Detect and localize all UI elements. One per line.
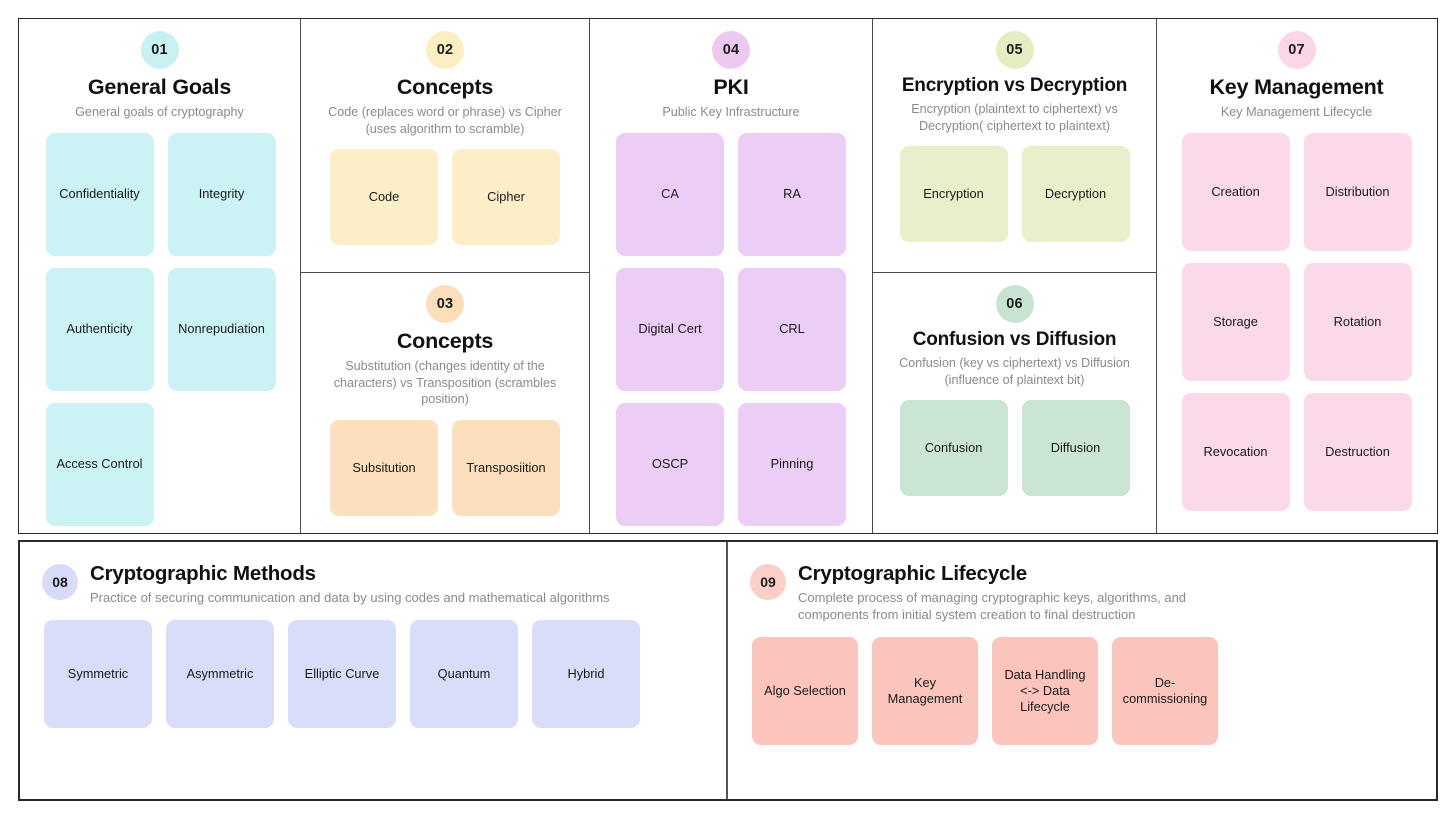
section-subtitle-pki: Public Key Infrastructure xyxy=(662,105,800,120)
section-number-badge-02: 02 xyxy=(426,31,464,69)
card-destruction[interactable]: Destruction xyxy=(1303,392,1412,511)
section-encryption-vs-decryption: 05 Encryption vs Decryption Encryption (… xyxy=(873,19,1156,273)
card-ca[interactable]: CA xyxy=(616,132,724,256)
section-title-confusion-vs-diffusion: Confusion vs Diffusion xyxy=(912,329,1117,350)
bottom-sections-row: 08 Cryptographic Methods Practice of sec… xyxy=(18,540,1438,801)
section-cryptographic-lifecycle: 09 Cryptographic Lifecycle Complete proc… xyxy=(728,542,1436,799)
section-title-cryptographic-lifecycle: Cryptographic Lifecycle xyxy=(798,562,1027,585)
card-group-encryption-decryption: Encryption Decryption xyxy=(883,146,1146,243)
section-title-concepts-02: Concepts xyxy=(396,75,494,99)
card-decommissioning[interactable]: De-commissioning xyxy=(1112,637,1218,746)
cryptographic-lifecycle-heading-text: Cryptographic Lifecycle Complete process… xyxy=(798,562,1228,623)
card-pinning[interactable]: Pinning xyxy=(738,402,846,526)
section-number-badge-06: 06 xyxy=(995,285,1034,323)
section-subtitle-concepts-03: Substitution (changes identity of the ch… xyxy=(333,359,557,407)
card-storage[interactable]: Storage xyxy=(1181,262,1290,381)
card-crl[interactable]: CRL xyxy=(738,267,846,391)
card-code[interactable]: Code xyxy=(330,149,438,246)
section-concepts-code-cipher: 02 Concepts Code (replaces word or phras… xyxy=(301,19,589,273)
section-subtitle-cryptographic-methods: Practice of securing communication and d… xyxy=(90,589,610,605)
card-algo-selection[interactable]: Algo Selection xyxy=(752,637,858,746)
section-concepts-substitution-transposition: 03 Concepts Substitution (changes identi… xyxy=(301,273,589,533)
column-pki: 04 PKI Public Key Infrastructure CA RA D… xyxy=(590,19,873,533)
section-title-general-goals: General Goals xyxy=(87,75,232,99)
card-ra[interactable]: RA xyxy=(738,132,846,256)
card-cipher[interactable]: Cipher xyxy=(452,149,560,246)
column-encryption-confusion: 05 Encryption vs Decryption Encryption (… xyxy=(873,19,1157,533)
card-revocation[interactable]: Revocation xyxy=(1181,392,1290,511)
section-number-badge-09: 09 xyxy=(750,564,786,600)
section-subtitle-general-goals: General goals of cryptography xyxy=(75,105,244,120)
card-digital-cert[interactable]: Digital Cert xyxy=(616,267,724,391)
card-creation[interactable]: Creation xyxy=(1181,132,1290,251)
card-rotation[interactable]: Rotation xyxy=(1303,262,1412,381)
top-sections-grid: 01 General Goals General goals of crypto… xyxy=(18,18,1438,534)
card-group-pki: CA RA Digital Cert CRL OSCP Pinning xyxy=(613,132,849,526)
section-subtitle-cryptographic-lifecycle: Complete process of managing cryptograph… xyxy=(798,589,1187,622)
card-symmetric[interactable]: Symmetric xyxy=(44,619,152,728)
section-title-pki: PKI xyxy=(713,75,749,99)
cryptographic-methods-heading-text: Cryptographic Methods Practice of securi… xyxy=(90,562,610,606)
cryptography-overview-board: 01 General Goals General goals of crypto… xyxy=(18,18,1438,801)
card-transposition[interactable]: Transposiition xyxy=(452,419,560,516)
section-subtitle-confusion-vs-diffusion: Confusion (key vs ciphertext) vs Diffusi… xyxy=(899,356,1130,387)
card-data-handling[interactable]: Data Handling <-> Data Lifecycle xyxy=(992,637,1098,746)
card-access-control[interactable]: Access Control xyxy=(45,402,154,526)
section-confusion-vs-diffusion: 06 Confusion vs Diffusion Confusion (key… xyxy=(873,273,1156,533)
card-group-cryptographic-methods: Symmetric Asymmetric Elliptic Curve Quan… xyxy=(42,619,704,728)
section-number-badge-03: 03 xyxy=(426,285,464,323)
section-subtitle-encryption-vs-decryption: Encryption (plaintext to ciphertext) vs … xyxy=(911,102,1118,133)
section-general-goals: 01 General Goals General goals of crypto… xyxy=(19,19,300,533)
column-concepts: 02 Concepts Code (replaces word or phras… xyxy=(301,19,590,533)
card-ocsp[interactable]: OSCP xyxy=(616,402,724,526)
card-diffusion[interactable]: Diffusion xyxy=(1021,400,1130,497)
card-asymmetric[interactable]: Asymmetric xyxy=(166,619,274,728)
section-pki: 04 PKI Public Key Infrastructure CA RA D… xyxy=(590,19,872,533)
section-title-cryptographic-methods: Cryptographic Methods xyxy=(90,562,316,585)
card-decryption[interactable]: Decryption xyxy=(1021,146,1130,243)
card-group-substitution-transposition: Subsitution Transposiition xyxy=(311,419,579,516)
section-number-badge-08: 08 xyxy=(42,564,78,600)
card-group-code-cipher: Code Cipher xyxy=(311,149,579,246)
card-encryption[interactable]: Encryption xyxy=(899,146,1008,243)
card-nonrepudiation[interactable]: Nonrepudiation xyxy=(167,267,276,391)
section-number-badge-04: 04 xyxy=(712,31,750,69)
cryptographic-lifecycle-header: 09 Cryptographic Lifecycle Complete proc… xyxy=(750,562,1414,623)
section-title-key-management: Key Management xyxy=(1209,75,1384,99)
card-group-key-management: Creation Distribution Storage Rotation R… xyxy=(1179,132,1415,511)
card-group-cryptographic-lifecycle: Algo Selection Key Management Data Handl… xyxy=(750,637,1414,746)
section-subtitle-key-management: Key Management Lifecycle xyxy=(1220,105,1373,120)
card-distribution[interactable]: Distribution xyxy=(1303,132,1412,251)
section-number-badge-01: 01 xyxy=(140,31,179,69)
column-general-goals: 01 General Goals General goals of crypto… xyxy=(19,19,301,533)
section-key-management: 07 Key Management Key Management Lifecyc… xyxy=(1157,19,1436,533)
card-hybrid[interactable]: Hybrid xyxy=(532,619,640,728)
card-group-confusion-diffusion: Confusion Diffusion xyxy=(883,400,1146,497)
cryptographic-methods-header: 08 Cryptographic Methods Practice of sec… xyxy=(42,562,704,606)
card-group-general-goals: Confidentiality Integrity Authenticity N… xyxy=(44,132,276,526)
card-substitution[interactable]: Subsitution xyxy=(330,419,438,516)
section-number-badge-05: 05 xyxy=(995,31,1034,69)
card-elliptic-curve[interactable]: Elliptic Curve xyxy=(288,619,396,728)
card-authenticity[interactable]: Authenticity xyxy=(45,267,154,391)
card-quantum[interactable]: Quantum xyxy=(410,619,518,728)
card-integrity[interactable]: Integrity xyxy=(167,132,276,256)
section-number-badge-07: 07 xyxy=(1277,31,1316,69)
card-confusion[interactable]: Confusion xyxy=(899,400,1008,497)
section-subtitle-concepts-02: Code (replaces word or phrase) vs Cipher… xyxy=(328,105,562,136)
column-key-management: 07 Key Management Key Management Lifecyc… xyxy=(1157,19,1436,533)
section-title-encryption-vs-decryption: Encryption vs Decryption xyxy=(901,75,1128,96)
card-key-management-lifecycle[interactable]: Key Management xyxy=(872,637,978,746)
card-confidentiality[interactable]: Confidentiality xyxy=(45,132,154,256)
section-title-concepts-03: Concepts xyxy=(396,329,494,353)
section-cryptographic-methods: 08 Cryptographic Methods Practice of sec… xyxy=(20,542,728,799)
